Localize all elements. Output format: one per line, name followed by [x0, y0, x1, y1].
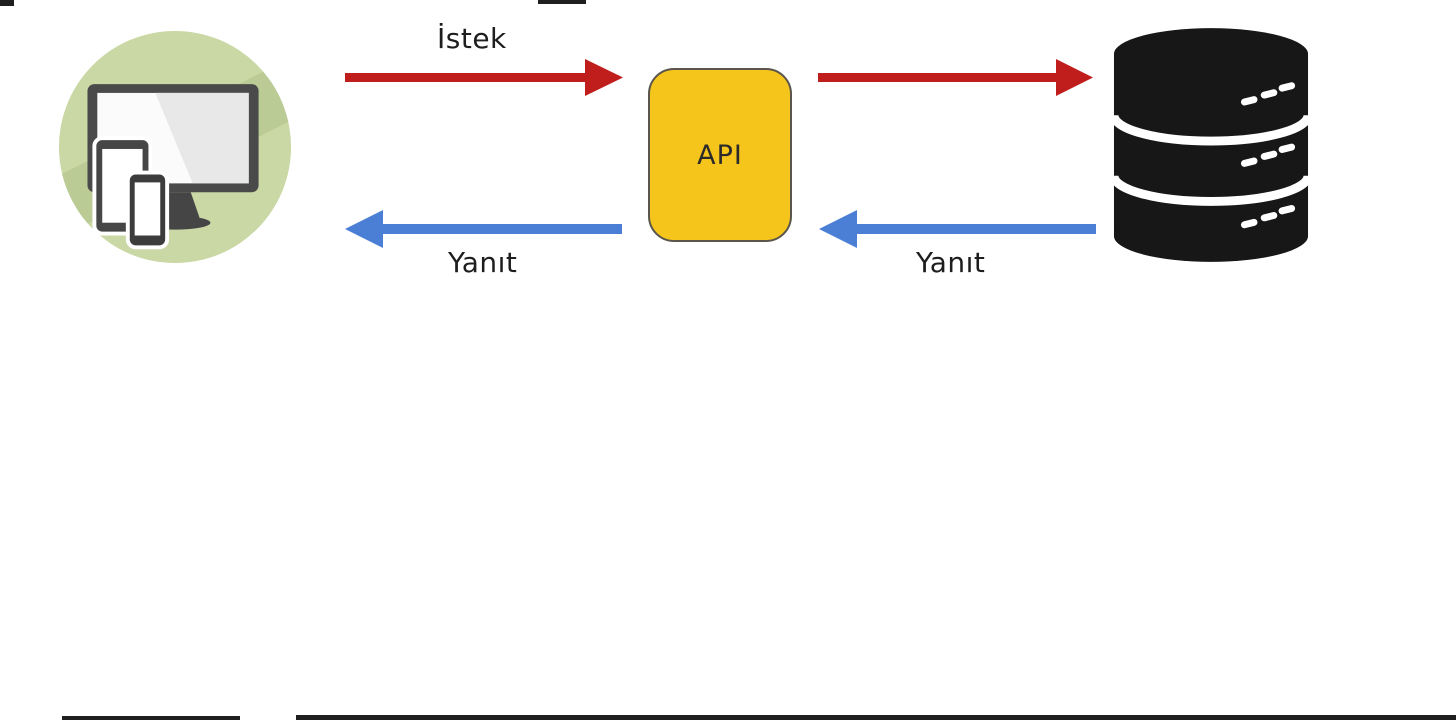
api-label: API — [697, 139, 743, 171]
response-label-left: Yanıt — [448, 246, 518, 279]
phone-screen — [134, 182, 161, 236]
response-label-right: Yanıt — [916, 246, 986, 279]
request-arrow-client-to-api — [345, 59, 623, 96]
edge-artifact — [538, 0, 586, 4]
monitor-screen-shine — [155, 92, 249, 184]
response-arrow-database-to-api — [819, 210, 1096, 248]
database-icon — [1112, 28, 1310, 262]
client-devices-icon — [58, 30, 292, 264]
database-separator-1 — [1112, 114, 1310, 146]
request-arrow-api-to-database — [818, 59, 1093, 96]
edge-artifact — [62, 716, 240, 720]
api-node: API — [648, 68, 792, 242]
edge-artifact — [0, 0, 14, 6]
database-separator-2 — [1112, 175, 1310, 206]
edge-artifact — [296, 715, 1456, 720]
response-arrow-api-to-client — [345, 210, 622, 248]
database-dashes — [1240, 82, 1296, 229]
request-label: İstek — [437, 22, 507, 55]
